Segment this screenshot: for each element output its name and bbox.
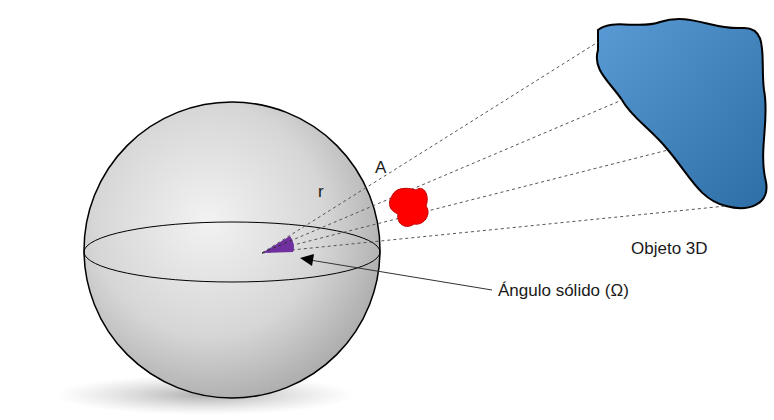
radius-label: r: [318, 183, 324, 202]
object-label: Objeto 3D: [631, 240, 708, 259]
equator: [84, 222, 380, 282]
solid-angle-label: Ángulo sólido (Ω): [498, 282, 629, 301]
3d-object: [597, 19, 767, 208]
sphere: [84, 102, 380, 398]
area-label: A: [375, 159, 386, 178]
area-a: [390, 188, 429, 226]
solid-angle-wedge: [262, 236, 294, 253]
leader-line: [310, 260, 492, 290]
projection-lines: [262, 42, 726, 253]
radius-line: [262, 240, 292, 253]
leader-arrowhead: [300, 254, 314, 266]
